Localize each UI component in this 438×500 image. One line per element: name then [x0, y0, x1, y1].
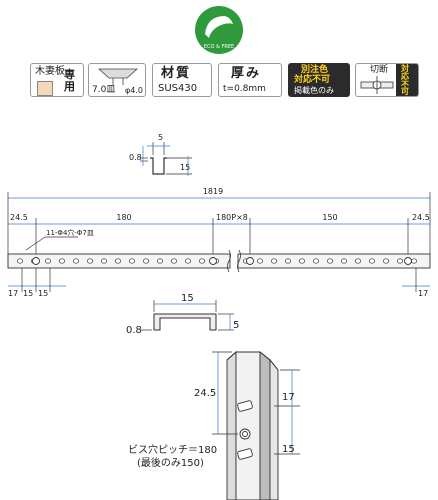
- channel-section: [140, 300, 234, 331]
- rail-bottom-left-2: 15: [38, 289, 48, 298]
- badge-screw: 7.0皿 φ4.0: [88, 63, 146, 97]
- rail-slot-hole: [257, 258, 263, 264]
- rail-screw-hole: [404, 257, 412, 265]
- rail-slot-hole: [369, 258, 375, 264]
- rail-pitch1: 180: [116, 213, 131, 222]
- rail-slot-hole: [383, 258, 389, 264]
- badge-cut-side4: 可: [401, 87, 409, 96]
- detail-d2: 17: [282, 392, 295, 403]
- rail-slot-hole: [143, 258, 149, 264]
- rail-right-end: 24.5: [412, 213, 430, 222]
- dimension-labels: 5 0.8 15 1819 24.5 180 180P×8 150 24.5 1…: [8, 133, 430, 469]
- badge-screw-dia: φ4.0: [125, 86, 143, 95]
- detail-d1: 24.5: [194, 388, 216, 399]
- rail-screw-hole: [32, 257, 40, 265]
- rail-slot-hole: [313, 258, 319, 264]
- rail-bottom-left-1: 15: [23, 289, 33, 298]
- badge-cut-dark: 対 応 不 可: [396, 64, 418, 96]
- badge-wood: 木妻板 専用: [30, 63, 84, 97]
- wood-swatch: [37, 81, 53, 96]
- rail-slot-hole: [101, 258, 107, 264]
- badge-cut-side2: 応: [401, 72, 409, 81]
- rail-slot-hole: [45, 258, 51, 264]
- badge-thickness-value: t=0.8mm: [223, 84, 266, 94]
- screw-icon: [97, 68, 139, 85]
- dimension-lines: [7, 142, 431, 292]
- rail-slot-hole: [185, 258, 191, 264]
- rail-pitch-rep: 180P×8: [216, 213, 248, 222]
- rail-hole-note: 11-Φ4穴-Φ7皿: [46, 228, 94, 237]
- rail-total: 1819: [203, 187, 223, 196]
- rail-3d-detail: [212, 350, 300, 500]
- badge-material-value: SUS430: [158, 83, 198, 94]
- pitch-note-line1: ビス穴ピッチ＝180: [128, 443, 217, 456]
- rail-slot-hole: [129, 258, 135, 264]
- rail-slot-hole: [341, 258, 347, 264]
- rail-slot-hole: [285, 258, 291, 264]
- badge-cut-side1: 対: [401, 64, 409, 73]
- detail-d3: 15: [282, 444, 295, 455]
- cut-icon: [360, 76, 394, 94]
- badge-thickness-title: 厚み: [231, 66, 262, 81]
- rail-slot-hole: [157, 258, 163, 264]
- rail-screw-hole: [209, 257, 217, 265]
- rail-slot-hole: [397, 258, 403, 264]
- rail-screw-hole: [246, 257, 254, 265]
- badge-cut-side3: 不: [401, 80, 409, 89]
- badge-cut-label: 切断: [370, 65, 389, 75]
- badge-wood-suffix: 専用: [64, 68, 75, 93]
- rail-slot-hole: [355, 258, 361, 264]
- section-mid-t: 0.8: [126, 325, 142, 336]
- rail-slot-hole: [271, 258, 277, 264]
- badge-wood-label: 木妻板: [35, 66, 65, 77]
- pitch-note-line2: (最後のみ150): [137, 456, 204, 469]
- rail-slot-hole: [327, 258, 333, 264]
- rail-slot-hole: [59, 258, 65, 264]
- eco-logo: ECO & FREE: [195, 6, 243, 54]
- rail-slot-hole: [17, 258, 23, 264]
- section-mid-w: 15: [181, 293, 194, 304]
- rail-slot-hole: [199, 258, 205, 264]
- rail-bottom-right: 17: [418, 289, 428, 298]
- section-mid-h: 5: [233, 320, 239, 331]
- rail-slot-hole: [73, 258, 79, 264]
- rail-left-end: 24.5: [10, 213, 28, 222]
- badge-color-line2: 対応不可: [294, 75, 331, 85]
- section-top-h1: 0.8: [129, 153, 142, 162]
- rail-bottom-left-0: 17: [8, 289, 18, 298]
- badge-color-line1: 別注色: [301, 65, 329, 75]
- rail-strip: [7, 249, 431, 273]
- rail-pitch2: 150: [322, 213, 337, 222]
- badge-cut: 切断 対 応 不 可: [355, 63, 419, 97]
- badge-screw-size: 7.0皿: [92, 85, 116, 95]
- badge-thickness: 厚み t=0.8mm: [218, 63, 282, 97]
- rail-slot-hole: [87, 258, 93, 264]
- spec-badges: 木妻板 専用 7.0皿 φ4.0 材質 SUS430 厚み t=0.8mm 別注: [30, 63, 420, 99]
- badge-material-title: 材質: [161, 66, 192, 81]
- eco-logo-text: ECO & FREE: [204, 44, 234, 50]
- rail-slot-hole: [299, 258, 305, 264]
- section-top-h2: 15: [180, 163, 190, 172]
- section-top-w: 5: [158, 133, 163, 142]
- rail-slot-hole: [411, 258, 417, 264]
- badge-color-line3: 掲載色のみ: [294, 86, 334, 95]
- badge-color: 別注色 対応不可 掲載色のみ: [288, 63, 350, 97]
- badge-material: 材質 SUS430: [152, 63, 212, 97]
- rail-slot-hole: [115, 258, 121, 264]
- rail-slot-hole: [171, 258, 177, 264]
